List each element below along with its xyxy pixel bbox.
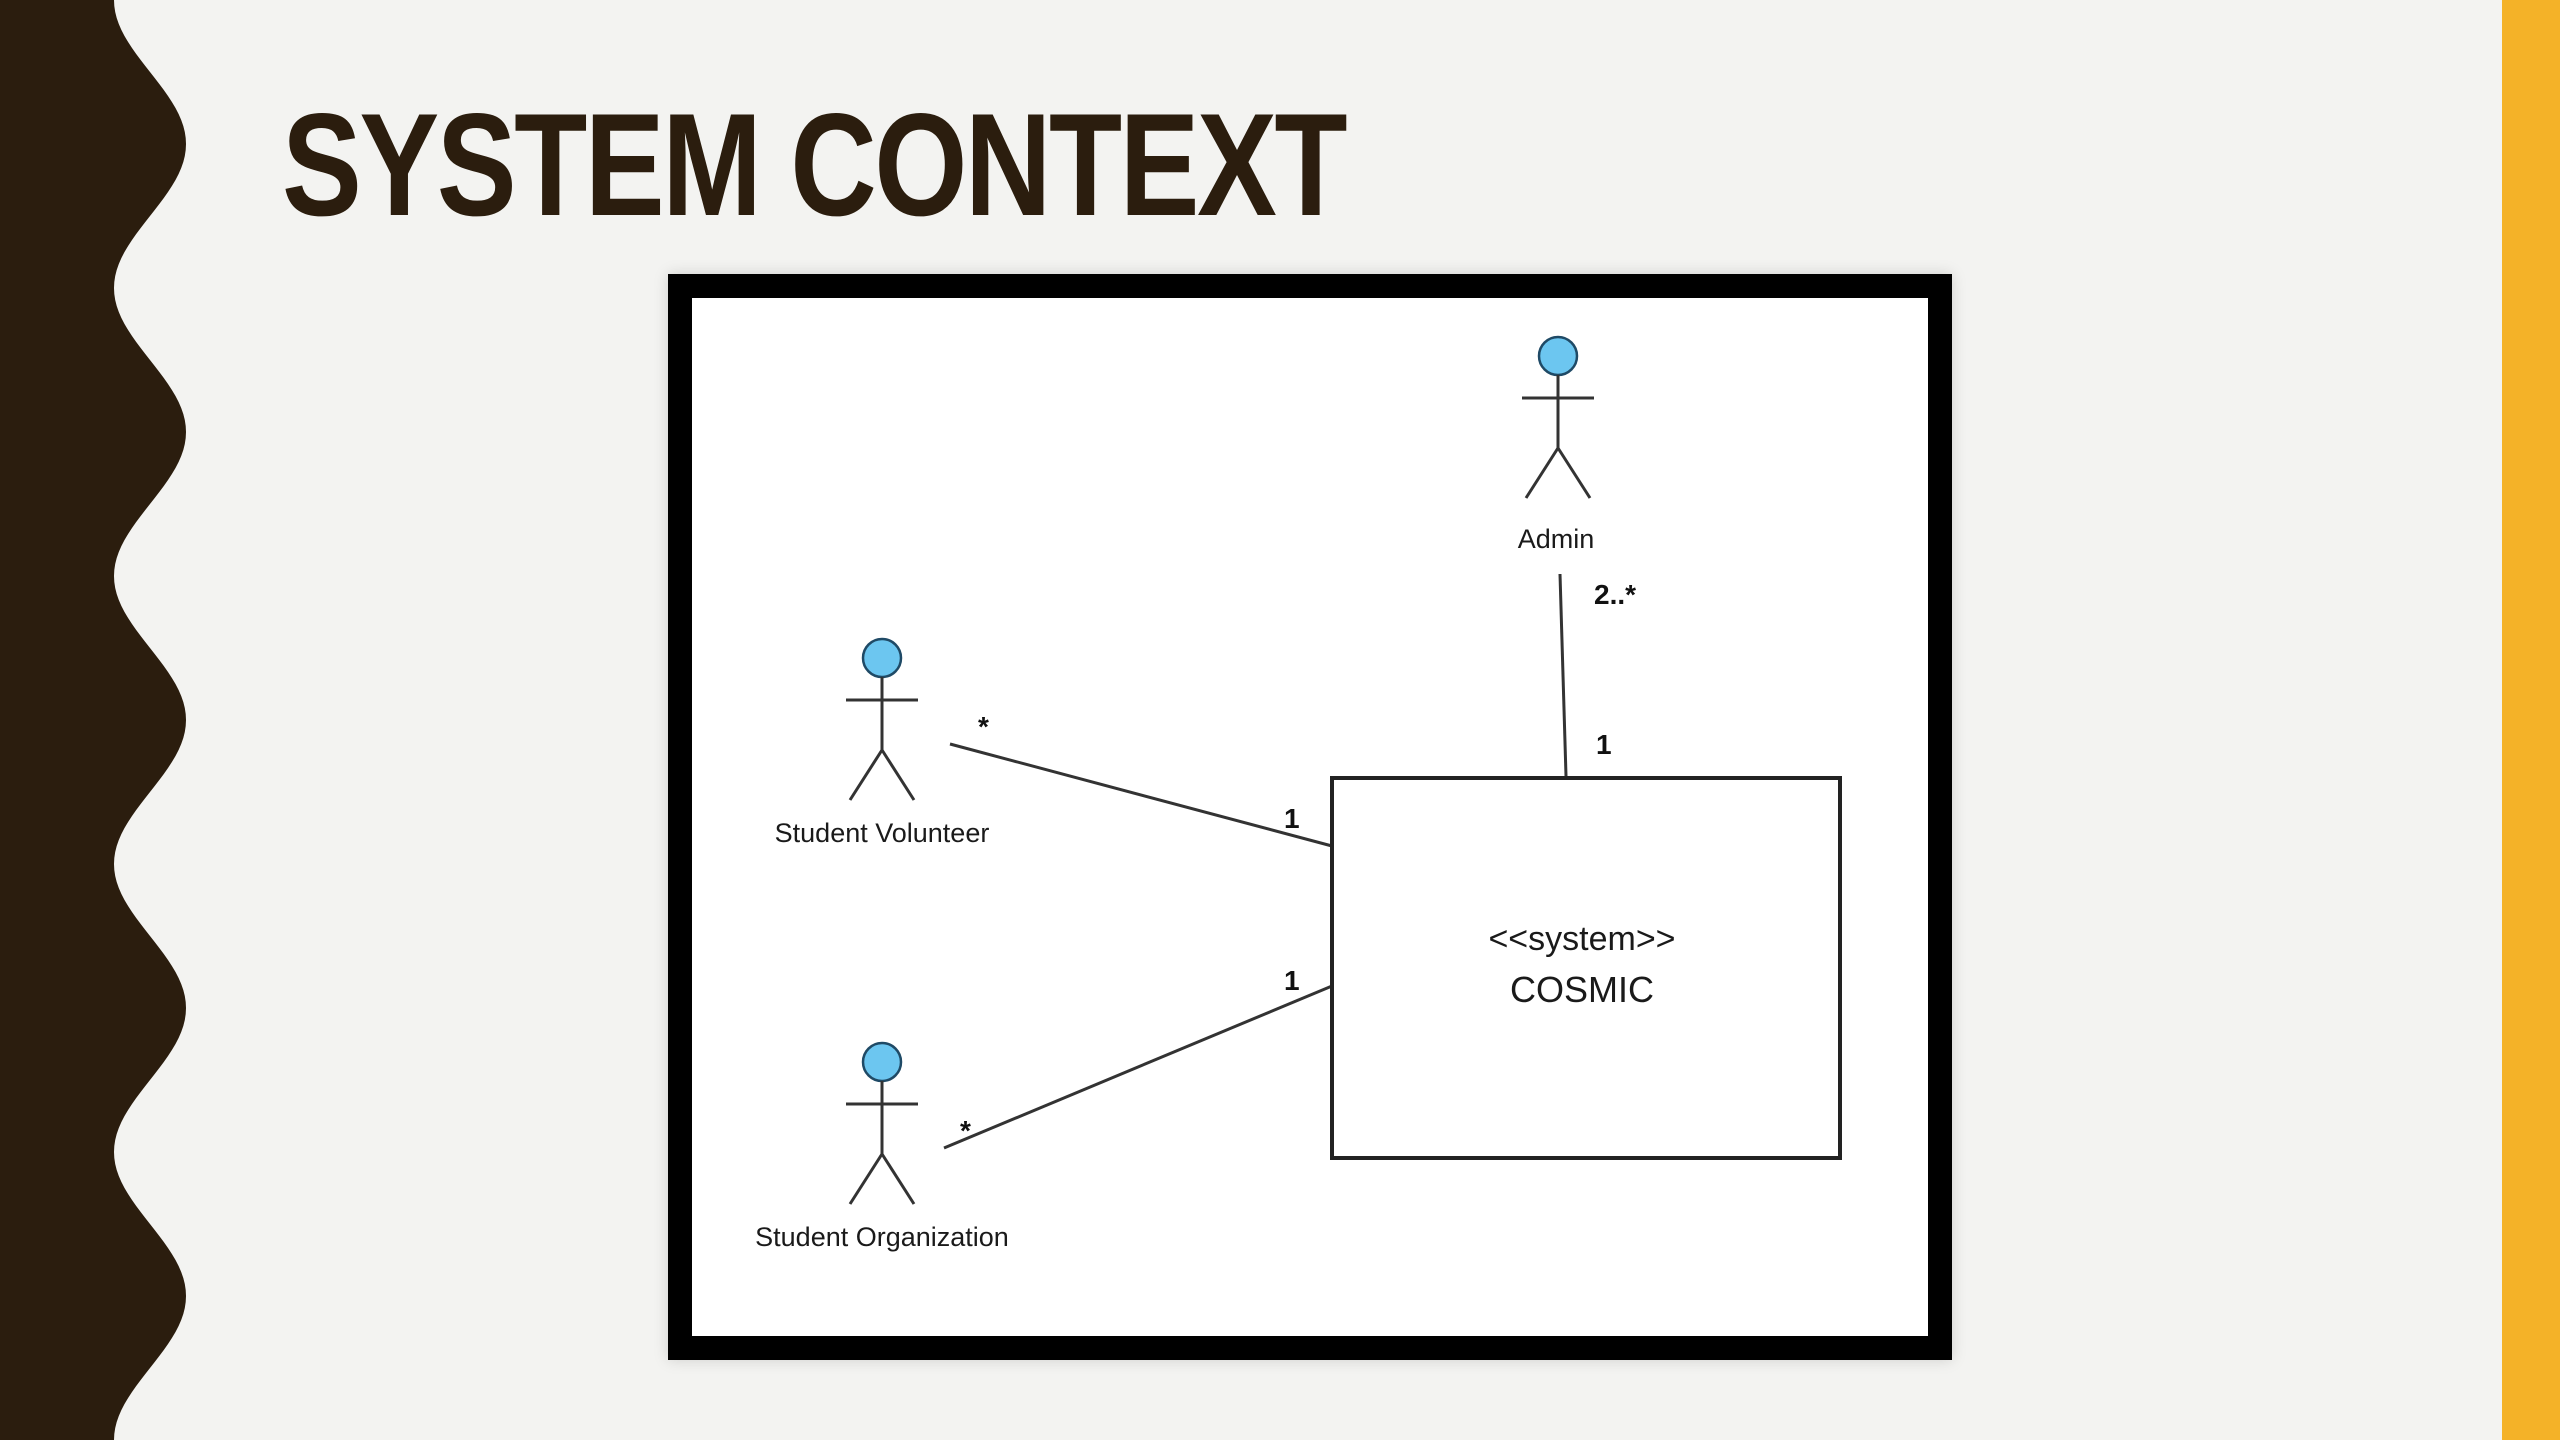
actor-head-icon <box>861 637 903 679</box>
multiplicity-admin-actor-end: 2..* <box>1594 579 1636 610</box>
actor-label-student-volunteer: Student Volunteer <box>775 818 990 848</box>
actor-label-admin: Admin <box>1518 524 1595 554</box>
system-box: <<system>> COSMIC <box>1330 776 1842 1160</box>
multiplicity-admin-system-end: 1 <box>1596 729 1612 760</box>
actor-head-icon <box>861 1041 903 1083</box>
slide-title: SYSTEM CONTEXT <box>282 83 1348 246</box>
multiplicity-organization-actor-end: * <box>960 1115 971 1146</box>
right-accent-band <box>2502 0 2560 1440</box>
multiplicity-volunteer-actor-end: * <box>978 711 989 742</box>
actor-student-organization: Student Organization <box>755 1041 1009 1252</box>
multiplicity-organization-system-end: 1 <box>1284 965 1300 996</box>
actor-head-icon <box>1537 335 1579 377</box>
system-context-diagram: Admin Student Volunteer Student Organiza… <box>755 335 1842 1252</box>
diagram-frame: Admin Student Volunteer Student Organiza… <box>668 274 1952 1360</box>
actor-student-volunteer: Student Volunteer <box>775 637 990 848</box>
left-wavy-band <box>0 0 186 1440</box>
association-student-volunteer <box>949 742 1333 848</box>
system-stereotype: <<system>> <box>1488 920 1675 958</box>
actor-label-student-organization: Student Organization <box>755 1222 1009 1252</box>
system-name: COSMIC <box>1510 969 1654 1010</box>
multiplicity-volunteer-system-end: 1 <box>1284 803 1300 834</box>
actor-admin: Admin <box>1518 335 1595 554</box>
association-admin <box>1558 573 1568 777</box>
association-student-organization <box>943 984 1333 1150</box>
